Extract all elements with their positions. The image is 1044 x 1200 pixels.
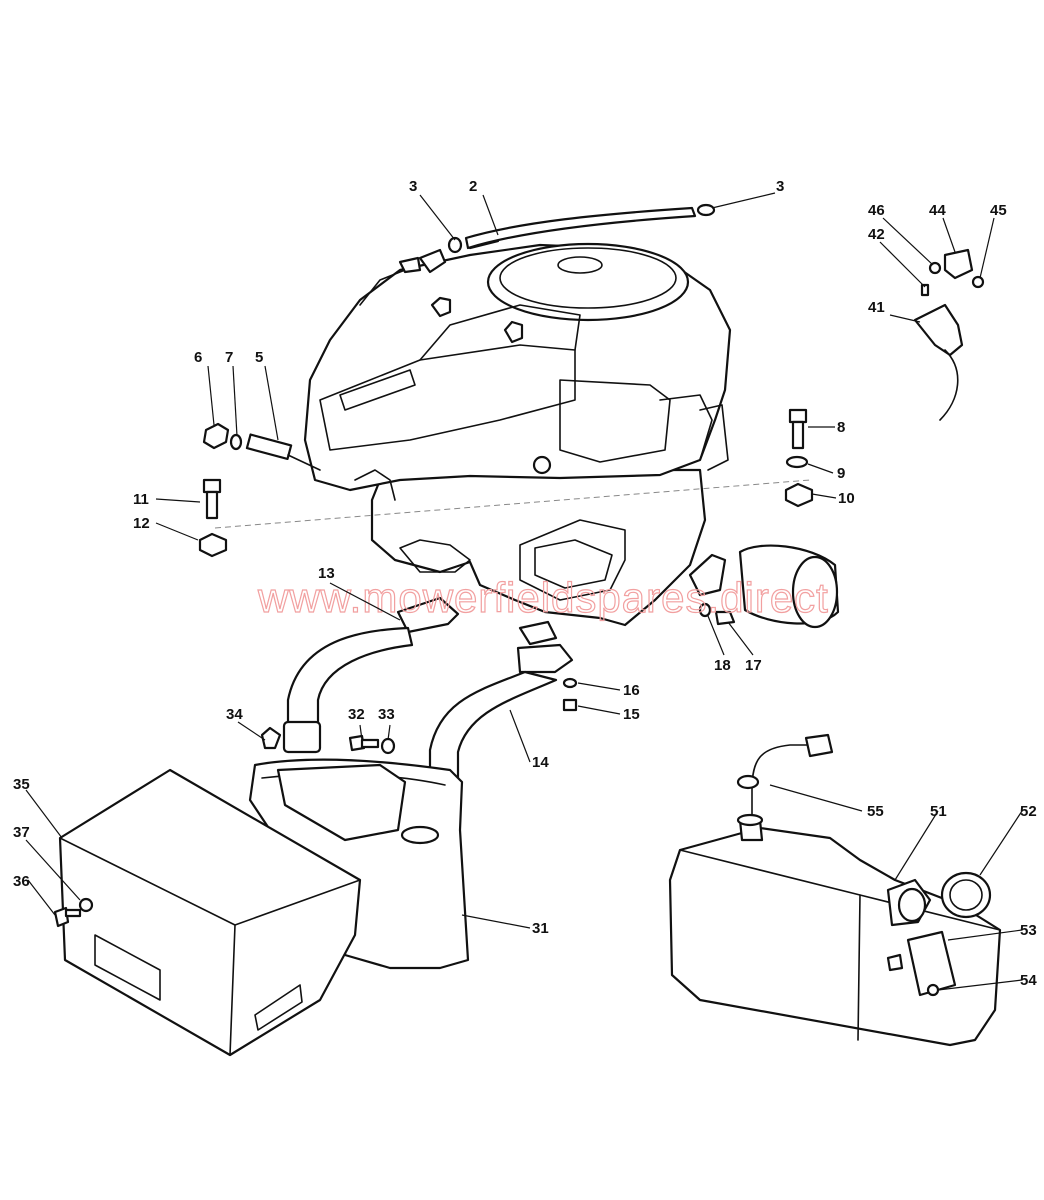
callout-44: 44 — [929, 202, 946, 219]
callout-12: 12 — [133, 515, 150, 532]
callout-13: 13 — [318, 565, 335, 582]
callout-32: 32 — [348, 706, 365, 723]
callout-33: 33 — [378, 706, 395, 723]
callout-numbers: 3 2 3 46 44 45 42 41 6 7 5 8 9 10 11 12 … — [13, 178, 1037, 989]
callout-35: 35 — [13, 776, 30, 793]
callout-55: 55 — [867, 803, 884, 820]
mount-bolt-left — [198, 478, 228, 558]
callout-46: 46 — [868, 202, 885, 219]
callout-17: 17 — [745, 657, 762, 674]
callout-54: 54 — [1020, 972, 1037, 989]
mount-bolt-right — [784, 408, 814, 508]
engine-stud-bolt — [202, 422, 321, 471]
callout-42: 42 — [868, 226, 885, 243]
callout-45: 45 — [990, 202, 1007, 219]
callout-2: 2 — [469, 178, 477, 195]
engine-assembly — [303, 242, 732, 627]
callout-14: 14 — [532, 754, 549, 771]
small-fasteners — [53, 677, 578, 928]
callout-8: 8 — [837, 419, 845, 436]
callout-41: 41 — [868, 299, 885, 316]
fuel-hose-assembly — [398, 203, 716, 274]
watermark-text: www.mowerfieldspares.direct — [257, 574, 829, 621]
callout-36: 36 — [13, 873, 30, 890]
fuel-tank — [668, 733, 1002, 1047]
leader-lines — [25, 192, 1023, 991]
throttle-control-assembly — [913, 248, 985, 421]
callout-31: 31 — [532, 920, 549, 937]
callout-15: 15 — [623, 706, 640, 723]
callout-34: 34 — [226, 706, 243, 723]
callout-10: 10 — [838, 490, 855, 507]
callout-6: 6 — [194, 349, 202, 366]
muffler — [248, 758, 470, 970]
callout-9: 9 — [837, 465, 845, 482]
oil-filter-assembly — [688, 544, 840, 629]
callout-5: 5 — [255, 349, 263, 366]
heat-shield — [58, 768, 362, 1057]
callout-3-left: 3 — [409, 178, 417, 195]
callout-7: 7 — [225, 349, 233, 366]
callout-52: 52 — [1020, 803, 1037, 820]
callout-11: 11 — [133, 491, 149, 508]
callout-3-right: 3 — [776, 178, 784, 195]
callout-37: 37 — [13, 824, 30, 841]
callout-53: 53 — [1020, 922, 1037, 939]
callout-51: 51 — [930, 803, 947, 820]
callout-16: 16 — [623, 682, 640, 699]
callout-18: 18 — [714, 657, 731, 674]
